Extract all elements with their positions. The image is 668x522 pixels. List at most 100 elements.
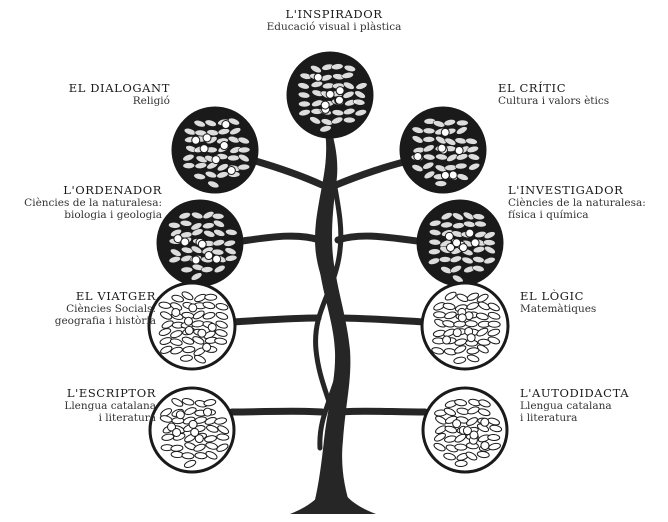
label-subtitle-line2: geografia i història bbox=[6, 315, 156, 327]
tree-branches bbox=[232, 128, 425, 448]
label-subtitle: Educació visual i plàstica bbox=[232, 21, 436, 33]
label-title: L'AUTODIDACTA bbox=[520, 387, 664, 400]
leaf bbox=[445, 164, 457, 171]
fruit-dot bbox=[222, 121, 230, 129]
fruit-dot bbox=[414, 153, 422, 161]
leaf bbox=[343, 117, 355, 123]
leaf bbox=[171, 445, 183, 452]
leaf bbox=[423, 128, 435, 135]
fruit-dot bbox=[449, 171, 457, 179]
fruit-dot bbox=[208, 323, 216, 331]
label-subtitle: Matemàtiques bbox=[520, 303, 660, 315]
label-title: EL CRÍTIC bbox=[498, 82, 658, 95]
leaf bbox=[423, 136, 435, 142]
leaf bbox=[171, 451, 183, 458]
fruit-dot bbox=[471, 239, 479, 247]
leaf bbox=[205, 294, 217, 300]
fruit-dot bbox=[220, 142, 228, 150]
leaf bbox=[238, 164, 250, 171]
leaf bbox=[456, 120, 468, 126]
crown-left2 bbox=[158, 201, 242, 285]
leaf bbox=[181, 267, 193, 273]
fruit-dot bbox=[200, 145, 208, 153]
label-title: L'ESCRIPTOR bbox=[6, 387, 156, 400]
fruit-dot bbox=[326, 90, 334, 98]
leaf bbox=[298, 101, 310, 107]
leaf bbox=[465, 321, 477, 327]
fruit-dot bbox=[198, 240, 206, 248]
fruit-dot bbox=[227, 167, 235, 175]
fruit-dot bbox=[191, 428, 199, 436]
label-critic: EL CRÍTIC Cultura i valors ètics bbox=[498, 82, 658, 107]
leaf bbox=[212, 213, 224, 219]
leaf bbox=[227, 155, 239, 161]
leaf bbox=[439, 256, 451, 262]
fruit-dot bbox=[481, 418, 489, 426]
label-subtitle: Religió bbox=[20, 95, 170, 107]
fruit-dot bbox=[173, 428, 181, 436]
fruit-dot bbox=[453, 329, 461, 337]
crown-left3 bbox=[149, 283, 235, 369]
fruit-dot bbox=[213, 255, 221, 263]
fruit-dot bbox=[335, 96, 343, 104]
fruit-dot bbox=[336, 87, 344, 95]
crown-right2 bbox=[418, 201, 502, 285]
crown-right4 bbox=[423, 388, 507, 472]
label-title: EL LÒGIC bbox=[520, 290, 660, 303]
label-subtitle-line1: Llengua catalana bbox=[6, 400, 156, 412]
fruit-dot bbox=[176, 411, 184, 419]
fruit-dot bbox=[203, 134, 211, 142]
fruit-dot bbox=[314, 73, 322, 81]
leaf bbox=[195, 452, 207, 459]
leaf bbox=[238, 147, 250, 154]
tree-root-flare bbox=[290, 490, 376, 514]
fruit-dot bbox=[203, 343, 211, 351]
fruit-dot bbox=[189, 420, 197, 428]
leaf bbox=[488, 434, 500, 440]
fruit-dot bbox=[438, 144, 446, 152]
label-title: L'ORDENADOR bbox=[2, 184, 162, 197]
fruit-dot bbox=[463, 427, 471, 435]
fruit-dot bbox=[467, 334, 475, 342]
label-title: EL DIALOGANT bbox=[20, 82, 170, 95]
label-title: L'INSPIRADOR bbox=[232, 8, 436, 21]
fruit-dot bbox=[185, 326, 193, 334]
label-ordenador: L'ORDENADOR Ciències de la naturalesa: b… bbox=[2, 184, 162, 221]
label-subtitle-line2: física i química bbox=[508, 209, 664, 221]
label-subtitle-line2: i literatura bbox=[520, 412, 664, 424]
fruit-dot bbox=[192, 256, 200, 264]
fruit-dot bbox=[192, 136, 200, 144]
fruit-dot bbox=[459, 244, 467, 252]
label-escriptor: L'ESCRIPTOR Llengua catalana i literatur… bbox=[6, 387, 156, 424]
label-autodidacta: L'AUTODIDACTA Llengua catalana i literat… bbox=[520, 387, 664, 424]
fruit-dot bbox=[212, 156, 220, 164]
crown-left1 bbox=[173, 108, 257, 192]
label-subtitle-line1: Ciències de la naturalesa: bbox=[508, 197, 664, 209]
label-viatger: EL VIATGER Ciències Socials: geografia i… bbox=[6, 290, 156, 327]
label-subtitle-line1: Ciències de la naturalesa: bbox=[2, 197, 162, 209]
leaf bbox=[455, 444, 467, 451]
label-logic: EL LÒGIC Matemàtiques bbox=[520, 290, 660, 315]
crown-right1 bbox=[401, 108, 485, 192]
leaf bbox=[488, 321, 500, 328]
label-title: EL VIATGER bbox=[6, 290, 156, 303]
fruit-dot bbox=[481, 442, 489, 450]
crown-left4 bbox=[150, 388, 234, 472]
fruit-dot bbox=[181, 238, 189, 246]
label-inspirador: L'INSPIRADOR Educació visual i plàstica bbox=[232, 8, 436, 33]
label-subtitle-line1: Ciències Socials: bbox=[6, 303, 156, 315]
leaf bbox=[428, 248, 440, 255]
fruit-dot bbox=[455, 147, 463, 155]
leaf bbox=[183, 162, 195, 168]
label-title: L'INVESTIGADOR bbox=[508, 184, 664, 197]
leaf bbox=[455, 460, 467, 466]
fruit-dot bbox=[198, 329, 206, 337]
leaf bbox=[201, 266, 213, 273]
fruit-dot bbox=[445, 232, 453, 240]
fruit-dot bbox=[458, 314, 466, 322]
crown-right3 bbox=[422, 283, 508, 369]
label-subtitle-line2: i literatura bbox=[6, 412, 156, 424]
label-dialogant: EL DIALOGANT Religió bbox=[20, 82, 170, 107]
label-subtitle-line1: Llengua catalana bbox=[520, 400, 664, 412]
